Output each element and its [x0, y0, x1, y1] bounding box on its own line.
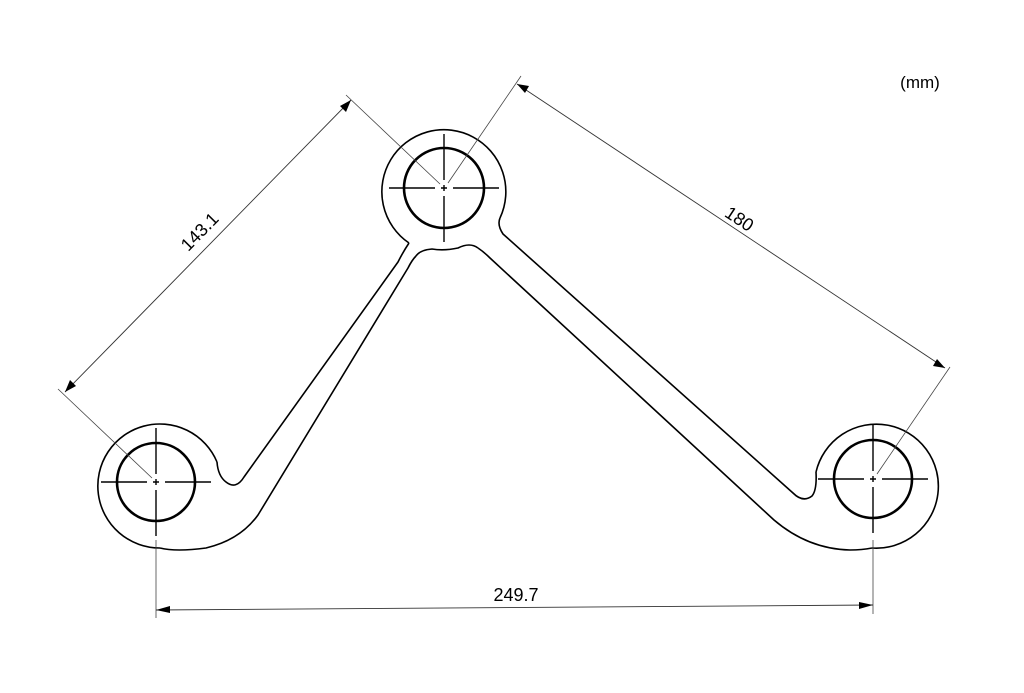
center-mark-top — [389, 134, 499, 242]
part-outline — [97, 128, 940, 551]
dimension-label-left: 143.1 — [177, 209, 223, 255]
unit-label: (mm) — [900, 73, 940, 92]
center-mark-left — [101, 428, 211, 536]
dimension-label-base: 249.7 — [493, 585, 538, 605]
dimension-label-right: 180 — [721, 202, 757, 235]
dimension-base-span: 249.7 — [155, 540, 874, 618]
dimension-left-arm: 143.1 — [57, 94, 441, 479]
dimension-right-arm: 180 — [447, 75, 951, 475]
center-mark-right — [818, 425, 928, 533]
